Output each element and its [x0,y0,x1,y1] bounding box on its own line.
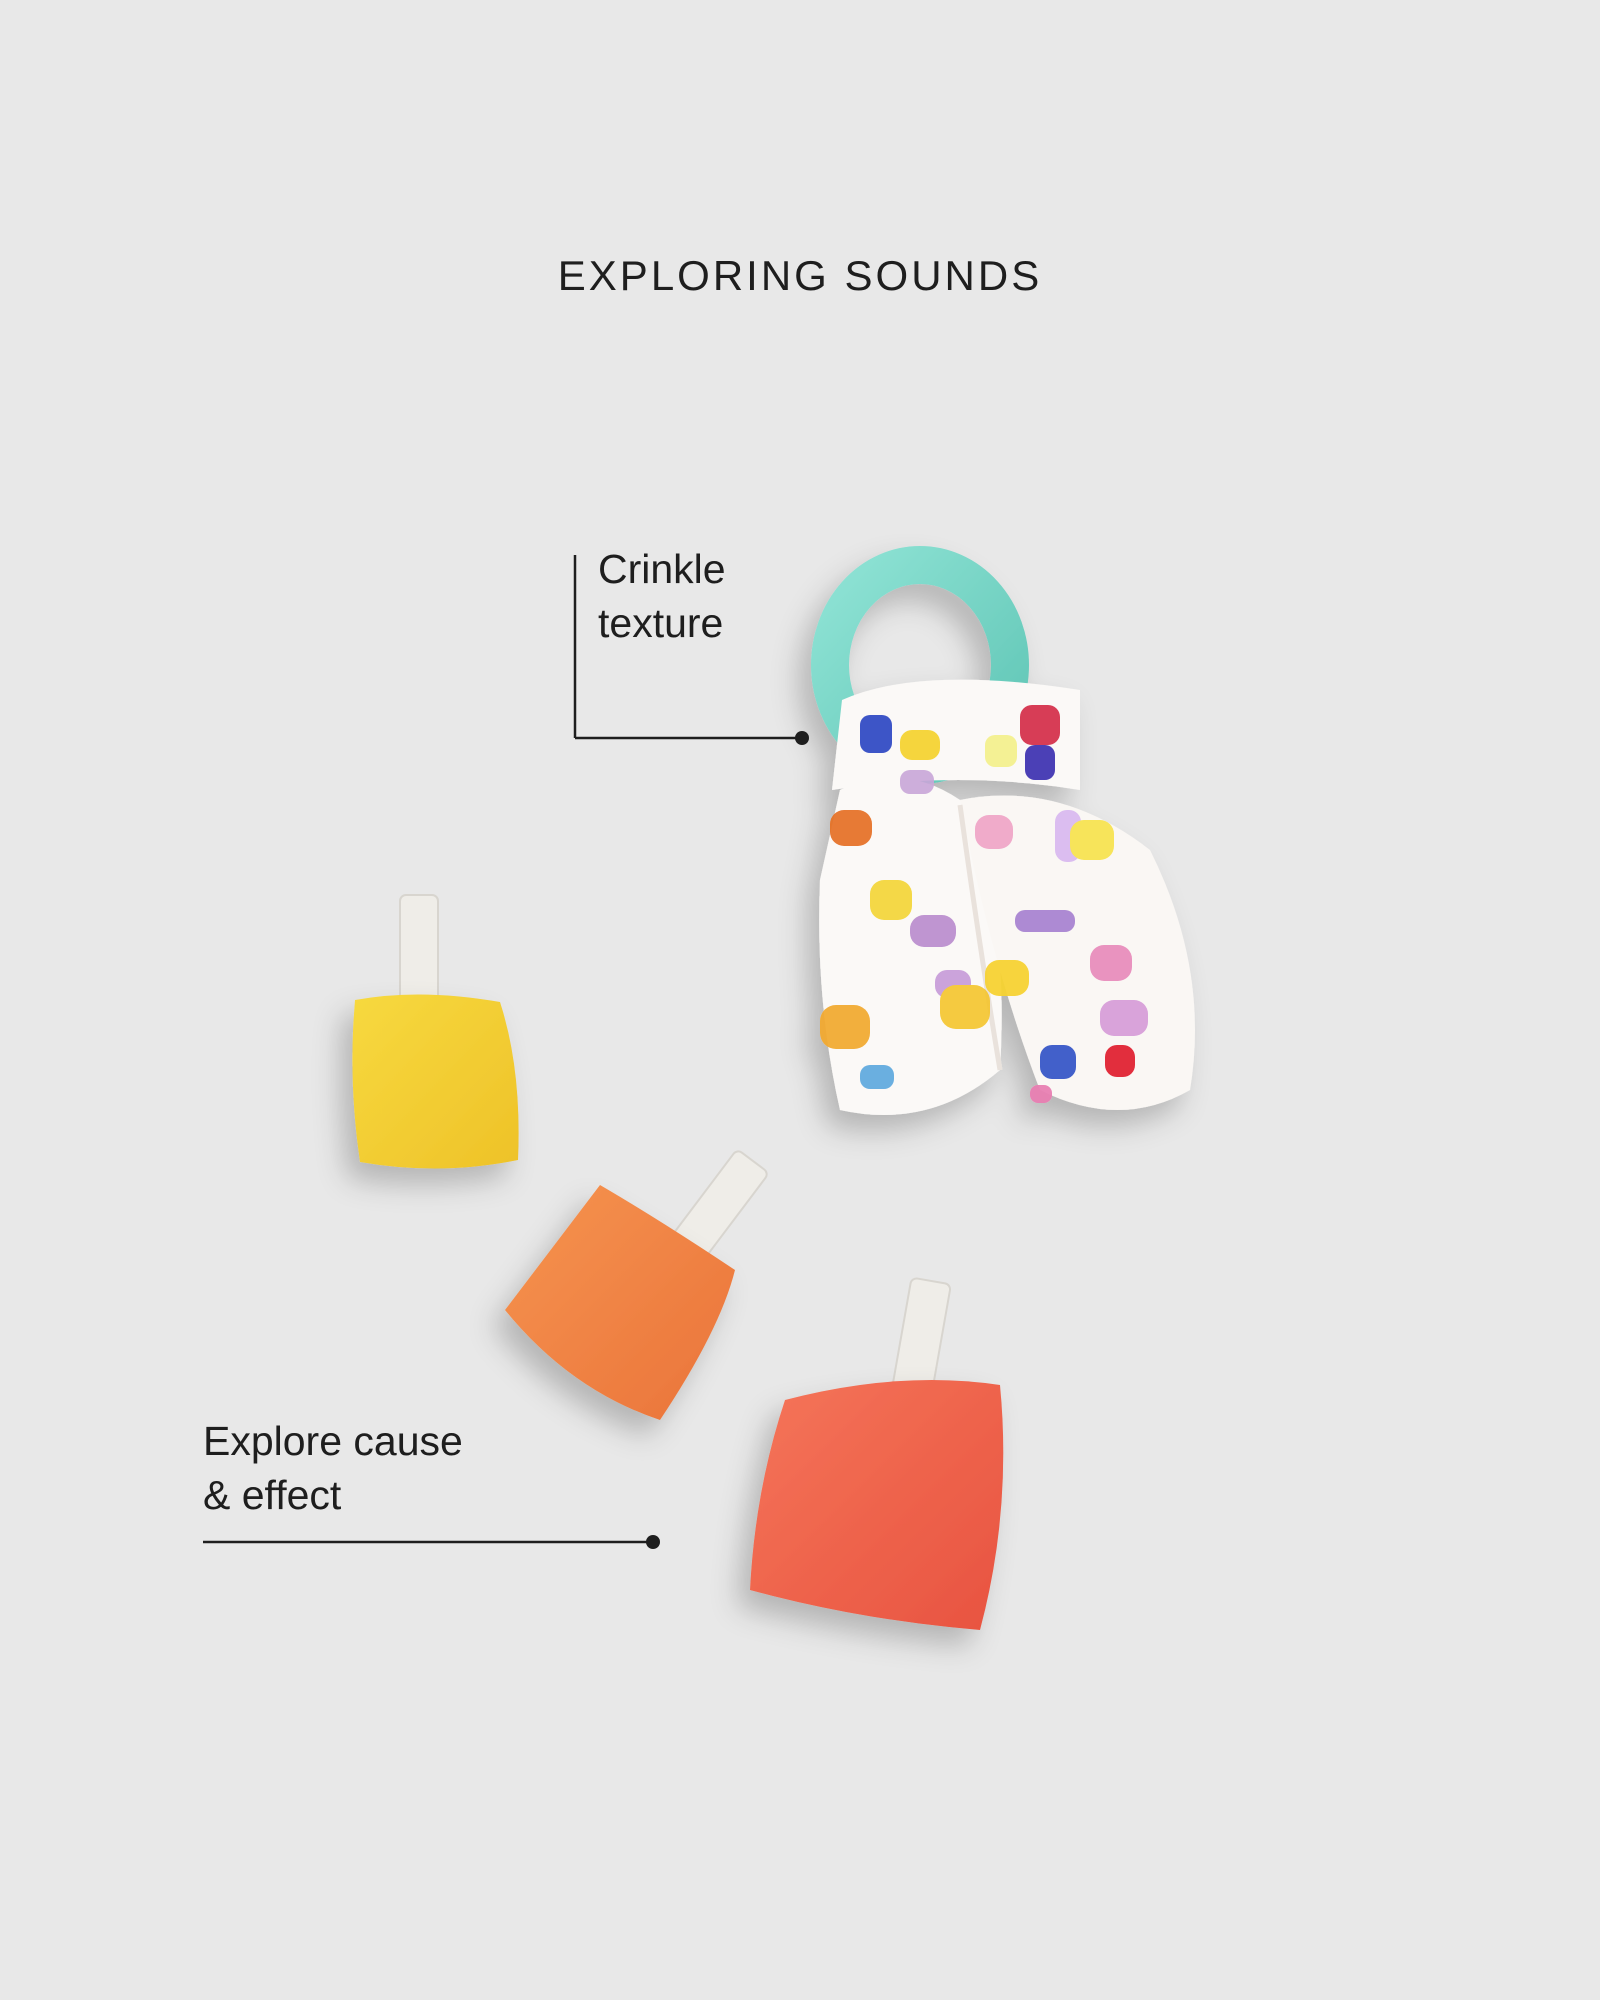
cause-effect-callout-line [203,1535,660,1549]
yellow-pouch-icon [352,894,519,1169]
orange-pouch-icon [505,1150,768,1420]
teether-ring-icon [811,546,1195,1115]
cause-effect-callout-line2: & effect [203,1472,342,1518]
cause-effect-callout: Explore cause & effect [203,1414,463,1522]
crinkle-callout: Crinkle texture [598,542,726,650]
cause-effect-callout-line1: Explore cause [203,1418,463,1464]
crinkle-callout-line2: texture [598,600,724,646]
crinkle-callout-line [573,555,809,745]
red-pouch-icon [750,1277,1004,1630]
page-title: EXPLORING SOUNDS [557,252,1043,299]
crinkle-callout-line1: Crinkle [598,546,726,592]
